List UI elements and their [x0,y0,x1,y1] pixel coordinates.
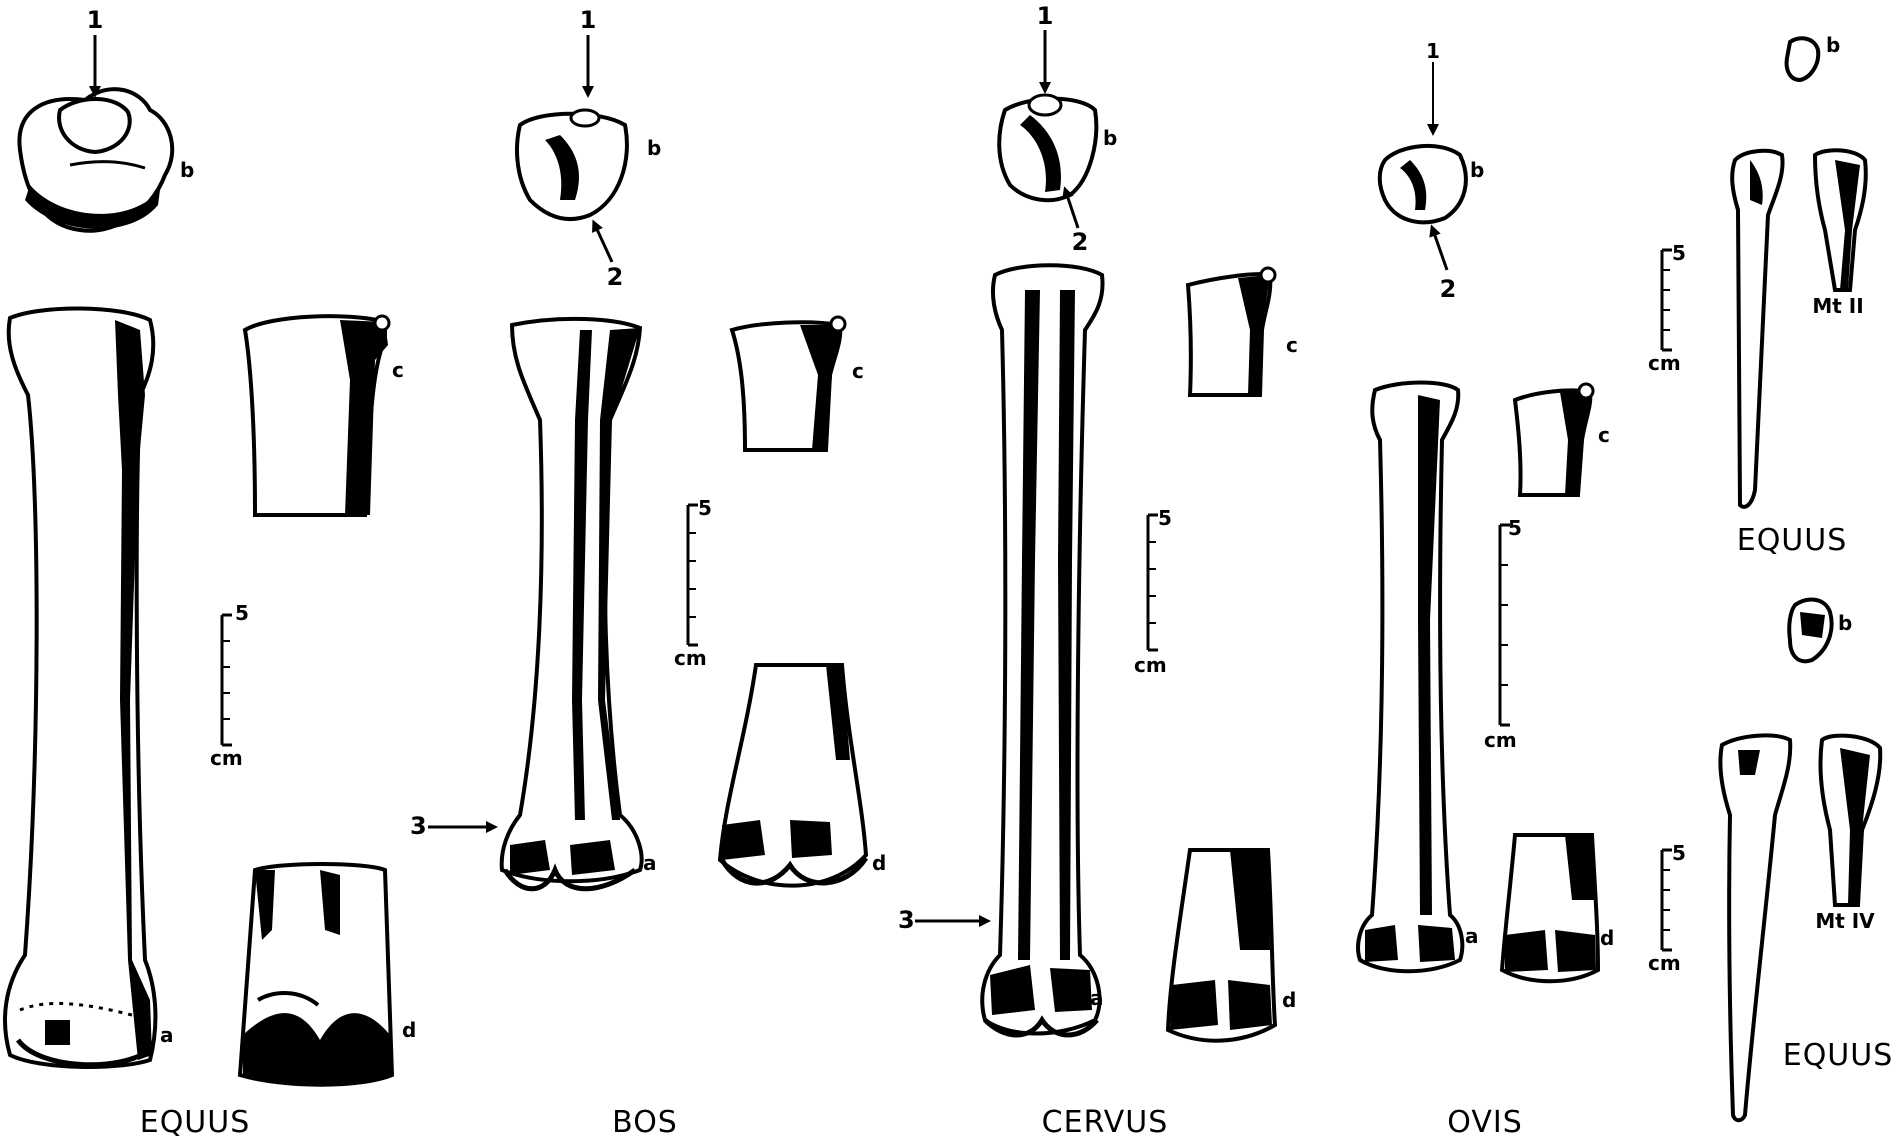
equus-group: 1 b a c 5 cm [5,6,416,1140]
equus-main-caption: EQUUS [140,1105,251,1140]
bos-arrow-1-number: 1 [580,6,597,34]
cervus-scale-value: 5 [1158,506,1172,530]
equus-arrow-1-number: 1 [87,6,104,34]
ovis-caption: OVIS [1447,1105,1523,1140]
cervus-letter-a: a [1090,986,1104,1010]
cervus-proximal-view-b [999,95,1096,200]
equus-mt2-letter-b: b [1826,33,1840,57]
equus-mt4-caption: EQUUS [1783,1038,1893,1073]
cervus-proximal-view-c [1188,268,1275,395]
cervus-group: 1 b 2 a 3 c 5 cm [898,2,1298,1140]
equus-mt2-label: Mt II [1812,294,1863,318]
bos-proximal-view-b [517,110,627,219]
cervus-scale-bar [1148,515,1158,650]
ovis-scale-unit: cm [1484,728,1517,752]
bos-metatarsal-view-a [502,319,642,889]
ovis-letter-b: b [1470,158,1484,182]
ovis-arrow-1-number: 1 [1426,39,1440,63]
equus-letter-a: a [160,1023,174,1047]
bos-letter-d: d [872,851,886,875]
equus-mt2-scale-value: 5 [1672,241,1686,265]
cervus-caption: CERVUS [1042,1105,1169,1140]
cervus-letter-d: d [1282,988,1296,1012]
equus-mt4-bone-lateral [1820,736,1880,905]
equus-mt2-proximal-view-b [1787,38,1819,80]
bos-proximal-view-c [732,317,845,450]
equus-mt2-bone-lateral [1815,150,1866,290]
cervus-arrow-2 [1066,192,1078,228]
ovis-proximal-view-c [1515,384,1593,495]
cervus-arrow-3-number: 3 [898,906,915,934]
equus-mt4-scale-value: 5 [1672,841,1686,865]
ovis-distal-view-d [1502,835,1598,981]
equus-scale-unit: cm [210,746,243,770]
cervus-letter-b: b [1103,126,1117,150]
equus-mt2-caption: EQUUS [1737,523,1848,558]
equus-mt2-bone-medial [1732,151,1782,507]
equus-mt4-letter-b: b [1838,611,1852,635]
bos-letter-c: c [852,359,864,383]
ovis-arrow-2 [1433,230,1447,270]
equus-proximal-view-c [245,316,389,515]
cervus-arrow-2-number: 2 [1072,228,1089,256]
cervus-distal-view-d [1168,850,1275,1041]
bos-letter-b: b [647,136,661,160]
equus-mt4-scale-unit: cm [1648,951,1681,975]
ovis-letter-a: a [1465,924,1479,948]
cervus-arrow-1-number: 1 [1037,2,1054,30]
bos-arrow-3-number: 3 [410,812,427,840]
equus-mt4-bone-medial [1720,735,1790,1120]
bos-arrow-2-number: 2 [607,263,624,291]
equus-mt2-scale-bar [1662,250,1672,350]
equus-mt4-group: b Mt IV 5 cm EQUUS [1648,600,1893,1121]
equus-scale-bar [222,615,232,745]
cervus-metatarsal-view-a [982,265,1102,1035]
bos-distal-view-d [720,665,866,886]
equus-scale-value: 5 [235,601,249,625]
ovis-letter-c: c [1598,423,1610,447]
bos-caption: BOS [612,1105,678,1140]
bos-arrow-2 [595,225,612,262]
ovis-arrow-2-number: 2 [1440,275,1457,303]
bos-group: 1 b 2 a 3 c 5 cm [410,6,886,1140]
equus-distal-view-d [240,864,392,1085]
cervus-scale-unit: cm [1134,653,1167,677]
cervus-letter-c: c [1286,333,1298,357]
equus-mt4-label: Mt IV [1815,909,1875,933]
equus-metatarsal-view-a [5,308,155,1066]
ovis-scale-value: 5 [1508,516,1522,540]
bos-scale-unit: cm [674,646,707,670]
equus-mt2-group: b Mt II 5 cm EQUUS [1648,33,1866,558]
ovis-proximal-view-b [1380,146,1466,222]
equus-mt4-scale-bar [1662,850,1672,950]
ovis-letter-d: d [1600,926,1614,950]
equus-letter-d: d [402,1018,416,1042]
ovis-metatarsal-view-a [1358,383,1462,972]
bos-scale-bar [688,505,698,645]
equus-mt2-scale-unit: cm [1648,351,1681,375]
equus-proximal-view-b [19,89,172,231]
bos-letter-a: a [643,851,657,875]
ovis-scale-bar [1500,525,1510,725]
equus-letter-b: b [180,158,194,182]
equus-mt4-proximal-view-b [1789,600,1831,662]
equus-letter-c: c [392,358,404,382]
bos-scale-value: 5 [698,496,712,520]
ovis-group: 1 b 2 a c 5 cm [1358,39,1614,1140]
